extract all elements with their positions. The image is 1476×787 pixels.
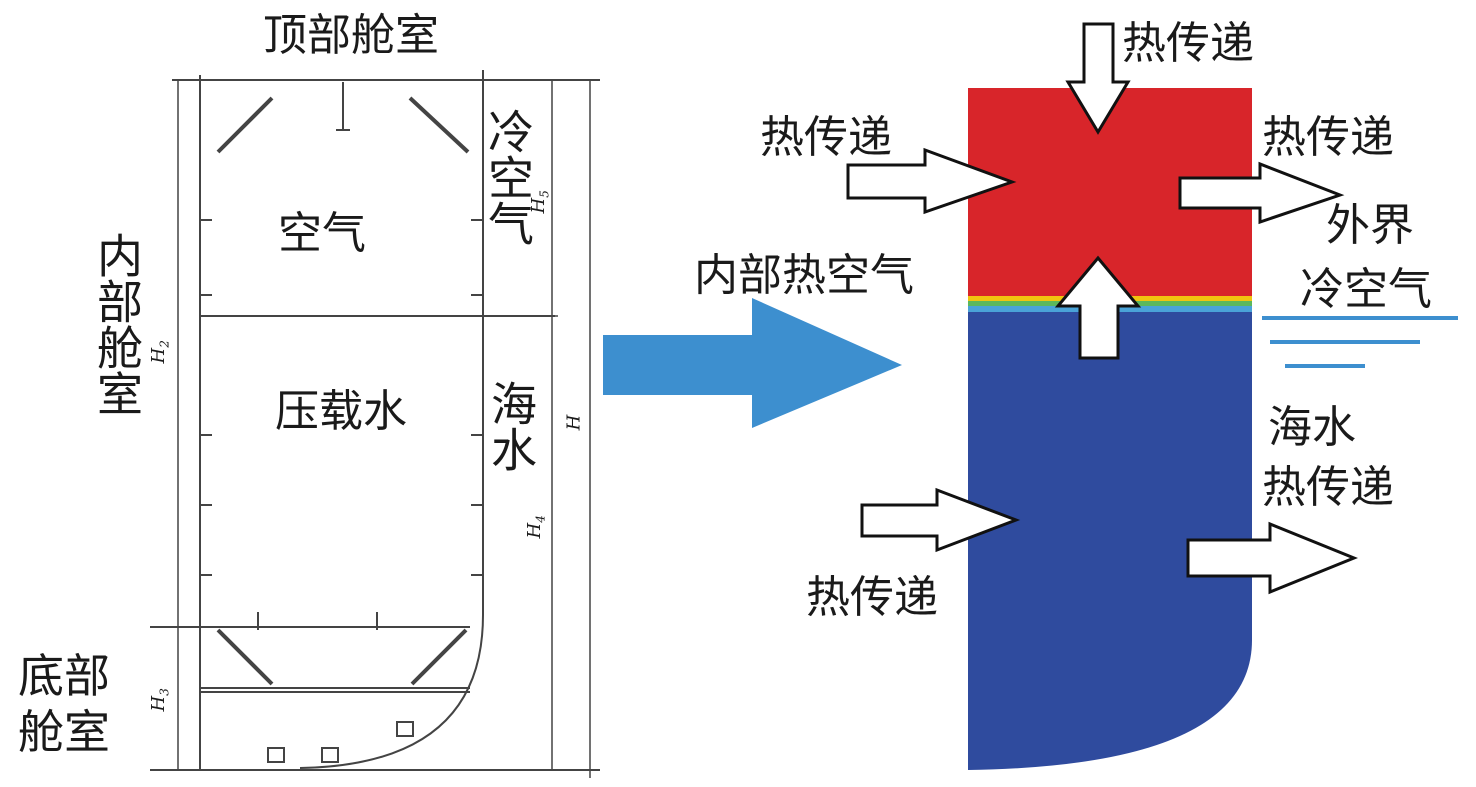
arrow-up-from-water: [1054, 255, 1142, 360]
dim-h3: H3: [147, 688, 172, 712]
top-compartment-label: 顶部舱室: [263, 10, 439, 61]
arrow-right-lower-left: [860, 487, 1021, 553]
dim-h4: H4: [523, 515, 548, 539]
inner-compartment-label: 内部舱室: [90, 232, 144, 416]
ballast-water-label: 压载水: [275, 386, 407, 437]
seawater-label: 海水: [484, 380, 538, 472]
seawater-right-label: 海水: [1268, 402, 1356, 453]
seawater-heat-transfer-label: 热传递: [1262, 462, 1394, 513]
big-flow-arrow: [603, 298, 902, 428]
heat-transfer-right-upper-label: 热传递: [1262, 112, 1394, 163]
seawater-zone: [968, 312, 1252, 770]
internal-hot-air-label: 内部热空气: [694, 250, 914, 301]
heat-transfer-top-label: 热传递: [1122, 18, 1254, 69]
heat-transfer-left-upper-label: 热传递: [760, 112, 892, 163]
arrow-right-upper-left: [846, 147, 1017, 215]
bilge-curve: [299, 614, 484, 769]
external-label: 外界: [1326, 200, 1414, 251]
cold-air-right-label: 冷空气: [1300, 264, 1432, 315]
dim-h2: H2: [147, 340, 172, 364]
dim-h5: H5: [527, 190, 552, 214]
bottom-compartment-label: 底部舱室: [18, 649, 110, 759]
arrow-down-top: [1065, 22, 1131, 135]
air-label: 空气: [278, 208, 366, 259]
cold-air-label: 冷空气: [481, 108, 535, 246]
dim-h: H: [563, 414, 585, 431]
arrow-right-upper-out: [1178, 161, 1345, 225]
arrow-right-lower-out: [1186, 521, 1358, 595]
heat-transfer-left-lower-label: 热传递: [806, 572, 938, 623]
